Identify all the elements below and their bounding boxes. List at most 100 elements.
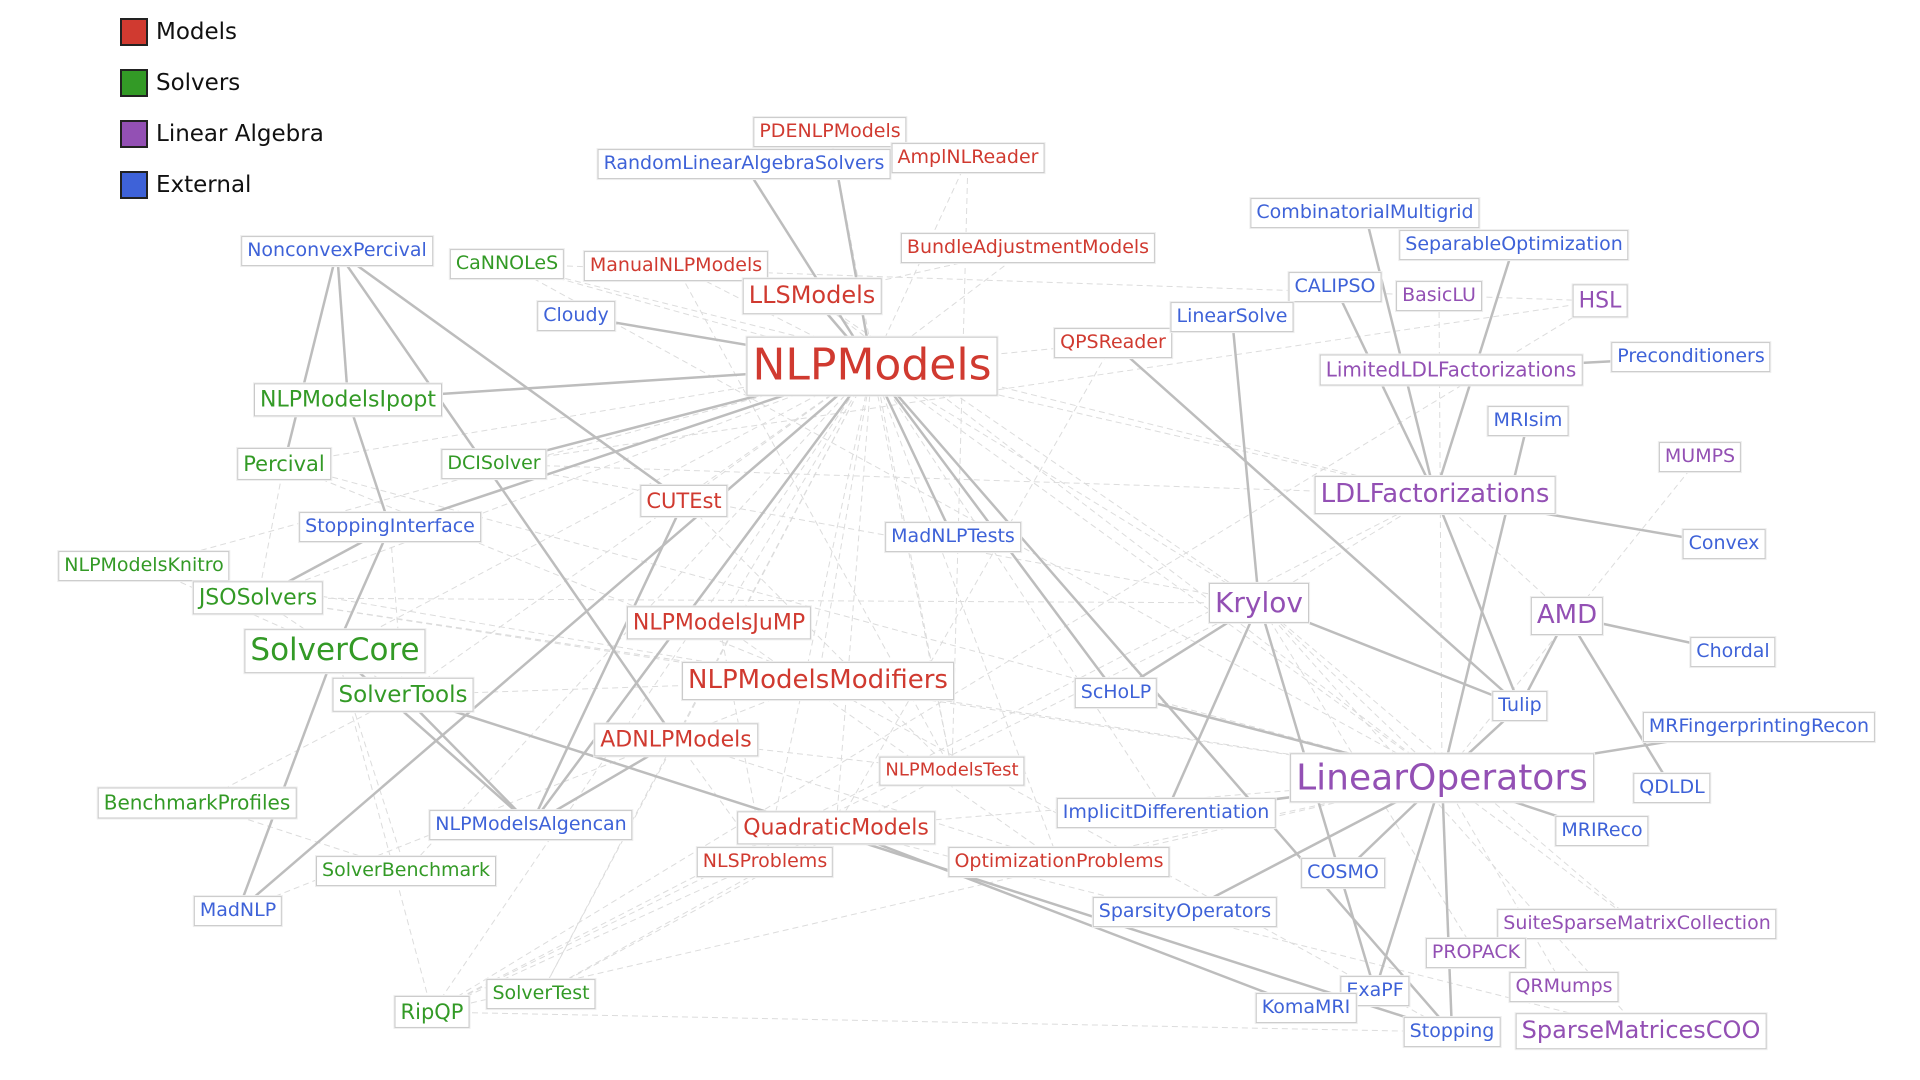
node-solverbenchmark[interactable]: SolverBenchmark <box>316 856 496 886</box>
node-mrisim[interactable]: MRIsim <box>1487 406 1569 436</box>
node-calipso[interactable]: CALIPSO <box>1288 272 1382 302</box>
dependency-edge-indirect <box>431 300 1601 1013</box>
node-qpsreader[interactable]: QPSReader <box>1054 328 1172 358</box>
dependency-edge-indirect <box>871 365 1260 604</box>
legend-item-external: External <box>120 169 324 201</box>
node-komamri[interactable]: KomaMRI <box>1255 993 1357 1023</box>
dependency-edge-indirect <box>675 265 953 772</box>
node-linearoperators[interactable]: LinearOperators <box>1290 753 1594 803</box>
dependency-edge <box>1433 494 1522 708</box>
node-convex[interactable]: Convex <box>1682 529 1766 559</box>
node-tulip[interactable]: Tulip <box>1492 691 1548 721</box>
node-bundleadjustmentmodels[interactable]: BundleAdjustmentModels <box>900 233 1156 263</box>
dependency-edge-indirect <box>431 602 1260 1013</box>
node-krylov[interactable]: Krylov <box>1209 582 1309 624</box>
dependency-edge-indirect <box>1258 602 1443 779</box>
node-mrfingerprintingrecon[interactable]: MRFingerprintingRecon <box>1642 712 1876 742</box>
node-pdenlpmodels[interactable]: PDENLPModels <box>753 117 907 147</box>
node-solvertools[interactable]: SolverTools <box>332 677 474 713</box>
node-cloudy[interactable]: Cloudy <box>537 301 615 331</box>
legend-label: External <box>156 172 252 198</box>
legend: Models Solvers Linear Algebra External <box>120 16 324 220</box>
node-chordal[interactable]: Chordal <box>1690 637 1776 667</box>
node-basiclu[interactable]: BasicLU <box>1396 281 1482 311</box>
node-mrireco[interactable]: MRIReco <box>1555 816 1649 846</box>
dependency-edge <box>1112 342 1521 707</box>
node-ripqp[interactable]: RipQP <box>394 995 470 1029</box>
dependency-edge-indirect <box>835 365 873 829</box>
dependency-edge-indirect <box>143 365 873 567</box>
node-optimizationproblems[interactable]: OptimizationProblems <box>948 847 1170 877</box>
node-cosmo[interactable]: COSMO <box>1301 858 1385 888</box>
node-amplnlreader[interactable]: AmplNLReader <box>891 143 1045 173</box>
node-nlpmodelstest[interactable]: NLPModelsTest <box>879 756 1025 786</box>
node-linearsolve[interactable]: LinearSolve <box>1170 302 1294 332</box>
dependency-edge-indirect <box>871 365 1060 863</box>
legend-item-solvers: Solvers <box>120 67 324 99</box>
node-madnlp[interactable]: MadNLP <box>193 896 283 926</box>
node-benchmarkprofiles[interactable]: BenchmarkProfiles <box>97 787 297 819</box>
node-stoppinginterface[interactable]: StoppingInterface <box>299 512 481 542</box>
dependency-edge-indirect <box>835 827 1642 1032</box>
node-nlpmodelsmodifiers[interactable]: NLPModelsModifiers <box>682 662 954 700</box>
node-randomlinearalgebrasolvers[interactable]: RandomLinearAlgebraSolvers <box>597 149 891 179</box>
dependency-edge <box>871 365 1453 1033</box>
node-qrmumps[interactable]: QRMumps <box>1509 972 1619 1002</box>
dependency-edge <box>742 162 874 367</box>
node-ldlfactorizations[interactable]: LDLFactorizations <box>1314 476 1556 514</box>
dependency-edge <box>835 826 1308 1010</box>
dependency-edge <box>346 399 393 529</box>
node-sparsematricescoo[interactable]: SparseMatricesCOO <box>1515 1013 1767 1049</box>
node-jsosolvers[interactable]: JSOSolvers <box>192 581 324 615</box>
dependency-edge-indirect <box>764 365 873 863</box>
dependency-edge-indirect <box>683 500 953 772</box>
node-propack[interactable]: PROPACK <box>1425 938 1527 968</box>
dependency-edge-indirect <box>493 463 1260 604</box>
node-madnlptests[interactable]: MadNLPTests <box>885 522 1021 552</box>
node-quadraticmodels[interactable]: QuadraticModels <box>737 811 935 845</box>
node-mumps[interactable]: MUMPS <box>1658 442 1742 472</box>
node-nlpmodelsipopt[interactable]: NLPModelsIpopt <box>254 383 442 417</box>
node-hsl[interactable]: HSL <box>1572 284 1628 318</box>
node-manualnlpmodels[interactable]: ManualNLPModels <box>583 251 769 281</box>
node-limitedldlfactorizations[interactable]: LimitedLDLFactorizations <box>1319 354 1583 386</box>
dependency-edge <box>1440 777 1458 1034</box>
node-cannoles[interactable]: CaNNOLeS <box>449 249 565 279</box>
dependency-edge-indirect <box>718 365 873 624</box>
node-scholp[interactable]: ScHoLP <box>1074 678 1158 708</box>
node-nonconvexpercival[interactable]: NonconvexPercival <box>241 236 433 266</box>
dependency-edge-indirect <box>540 770 953 995</box>
node-llsmodels[interactable]: LLSModels <box>742 278 882 314</box>
node-nlsproblems[interactable]: NLSProblems <box>696 847 834 877</box>
dependency-edge <box>1361 211 1437 496</box>
node-nlpmodelsknitro[interactable]: NLPModelsKnitro <box>58 551 230 581</box>
dependency-edge-indirect <box>257 597 1260 604</box>
node-suitesparsematrixcollection[interactable]: SuiteSparseMatrixCollection <box>1497 909 1777 939</box>
node-combinatorialmultigrid[interactable]: CombinatorialMultigrid <box>1250 198 1480 228</box>
node-adnlpmodels[interactable]: ADNLPModels <box>594 723 758 757</box>
node-amd[interactable]: AMD <box>1530 597 1604 635</box>
node-nlpmodels[interactable]: NLPModels <box>746 336 998 396</box>
dependency-edge <box>1333 285 1437 496</box>
node-nlpmodelsalgencan[interactable]: NLPModelsAlgencan <box>429 810 633 840</box>
node-solvercore[interactable]: SolverCore <box>244 629 426 673</box>
node-implicitdifferentiation[interactable]: ImplicitDifferentiation <box>1056 798 1276 828</box>
node-dcisolver[interactable]: DCISolver <box>441 449 547 479</box>
dependency-edge-indirect <box>675 739 1060 863</box>
legend-swatch-models <box>120 18 148 46</box>
node-percival[interactable]: Percival <box>237 447 331 481</box>
node-preconditioners[interactable]: Preconditioners <box>1611 342 1771 372</box>
node-solvertest[interactable]: SolverTest <box>486 979 596 1009</box>
dependency-edge-indirect <box>334 365 873 652</box>
node-separableoptimization[interactable]: SeparableOptimization <box>1399 230 1629 260</box>
node-nlpmodelsjump[interactable]: NLPModelsJuMP <box>626 606 812 640</box>
dependency-edge-indirect <box>1258 602 1642 1032</box>
node-sparsityoperators[interactable]: SparsityOperators <box>1092 897 1278 927</box>
node-cutest[interactable]: CUTEst <box>640 484 728 518</box>
dependency-edge <box>1226 315 1261 604</box>
node-stopping[interactable]: Stopping <box>1403 1017 1501 1047</box>
dependency-edge <box>402 694 532 826</box>
node-qdldl[interactable]: QDLDL <box>1633 773 1711 803</box>
dependency-edge <box>282 249 341 465</box>
dependency-edge <box>335 250 678 742</box>
